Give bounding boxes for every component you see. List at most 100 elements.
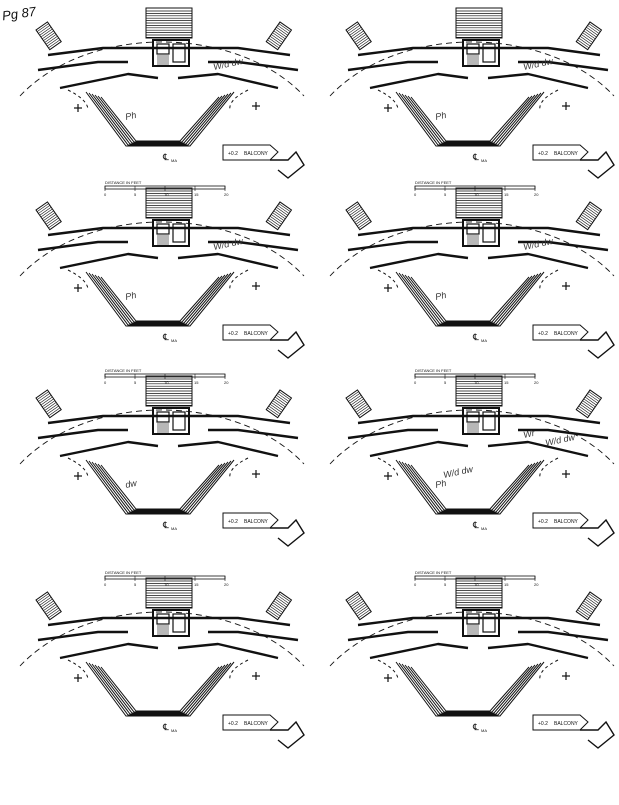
side-stair-tread <box>49 221 62 230</box>
side-stair-tread <box>274 396 287 406</box>
gallery-wall-top <box>47 46 291 57</box>
gallery-wall-right <box>208 630 299 642</box>
side-stair-tread <box>48 609 61 619</box>
side-stair-tread <box>346 593 359 602</box>
gallery-wall-right <box>208 240 299 252</box>
side-stair-tread <box>266 409 278 418</box>
balcony-outline <box>532 144 589 161</box>
terrace-step <box>410 464 530 510</box>
gallery-wall-left-lower <box>59 252 159 270</box>
centerline-symbol: ℄ <box>162 332 169 342</box>
terrace-step <box>401 461 539 513</box>
side-stair-tread <box>587 595 600 604</box>
balcony-level: +0.2 <box>228 151 238 157</box>
side-stair-tread <box>355 403 368 413</box>
side-stair-tread <box>278 391 291 400</box>
balcony-stair <box>270 150 305 179</box>
core-outline <box>152 39 190 67</box>
side-stair-tread <box>588 593 601 602</box>
scale-bar-tick-label: 20 <box>534 582 539 587</box>
terrace-step <box>100 464 220 510</box>
gallery-wall-left <box>37 60 128 72</box>
side-stair-tread <box>346 203 359 212</box>
terrace-step <box>395 91 545 147</box>
centerline-sub: MA <box>481 526 487 531</box>
terrace-step <box>398 662 542 716</box>
core-room <box>156 43 170 55</box>
core-room <box>156 411 170 423</box>
gallery-wall-top <box>47 226 291 237</box>
scale-bar-title: DISTANCE IN FEET <box>415 570 452 575</box>
balcony-outline <box>222 144 279 161</box>
terrace-step <box>398 460 542 514</box>
handwritten-note: Ph <box>434 478 447 490</box>
gallery-walls <box>37 616 299 660</box>
side-stair-tread <box>577 609 590 619</box>
side-stair-tread <box>350 28 363 38</box>
terrace-step <box>97 463 223 511</box>
balcony-outline <box>222 512 279 529</box>
terrace-step <box>91 93 229 145</box>
terrace-step <box>398 272 542 326</box>
terrace-step <box>94 94 226 144</box>
v-terraces <box>67 269 249 327</box>
side-stair-tread <box>268 37 281 47</box>
side-stair-tread <box>48 407 61 417</box>
core-room <box>482 223 496 243</box>
side-stair-tread <box>357 37 369 47</box>
v-terraces <box>377 457 559 515</box>
side-stair-tread <box>277 595 290 604</box>
side-stair-tread <box>45 35 58 45</box>
side-stair-tread <box>582 212 595 221</box>
handwritten-note: Ph <box>434 110 447 122</box>
side-stair-tread <box>268 607 281 617</box>
balcony-stair <box>270 720 305 749</box>
balcony-outline <box>222 714 279 731</box>
centerline-sub: MA <box>481 338 487 343</box>
right-marker-cross <box>562 102 570 110</box>
core-outline <box>462 39 500 67</box>
terrace-step <box>410 96 530 142</box>
side-stair-tread <box>38 595 51 604</box>
scale-bar-title: DISTANCE IN FEET <box>415 368 452 373</box>
side-stair-tread <box>587 25 600 34</box>
balcony-label: BALCONY <box>244 151 269 157</box>
side-stair-tread <box>584 598 597 608</box>
gallery-wall-right <box>518 240 609 252</box>
left-marker-cross <box>384 104 392 112</box>
left-marker-cross <box>384 472 392 480</box>
centerline-sub: MA <box>481 158 487 163</box>
balcony-outline <box>532 324 589 341</box>
right-marker-cross <box>252 672 260 680</box>
left-marker-cross <box>74 472 82 480</box>
dashed-curve <box>377 89 399 111</box>
terrace-step <box>88 272 232 326</box>
right-side-stair <box>265 591 293 621</box>
left-marker-cross <box>384 284 392 292</box>
terrace-step <box>395 459 545 515</box>
right-marker-cross <box>562 672 570 680</box>
dashed-curve <box>229 269 249 291</box>
scale-bar-tick-label: 15 <box>194 582 199 587</box>
side-stair-tread <box>276 206 288 216</box>
side-stair-tread <box>354 214 367 223</box>
balcony-stair <box>580 720 615 749</box>
scale-bar-tick-label: 5 <box>444 582 447 587</box>
right-marker-cross <box>252 470 260 478</box>
handwritten-note: Ph <box>434 290 447 302</box>
terrace-step <box>88 92 232 146</box>
terrace-step <box>395 661 545 717</box>
scale-bar-tick-label: 20 <box>534 380 539 385</box>
side-stair-tread <box>273 210 286 220</box>
side-stair-tread <box>583 210 596 220</box>
gallery-wall-right <box>208 428 299 440</box>
terrace-step <box>85 91 235 147</box>
core-room <box>156 223 170 235</box>
side-stair-tread <box>357 217 369 227</box>
core-room <box>172 223 186 243</box>
